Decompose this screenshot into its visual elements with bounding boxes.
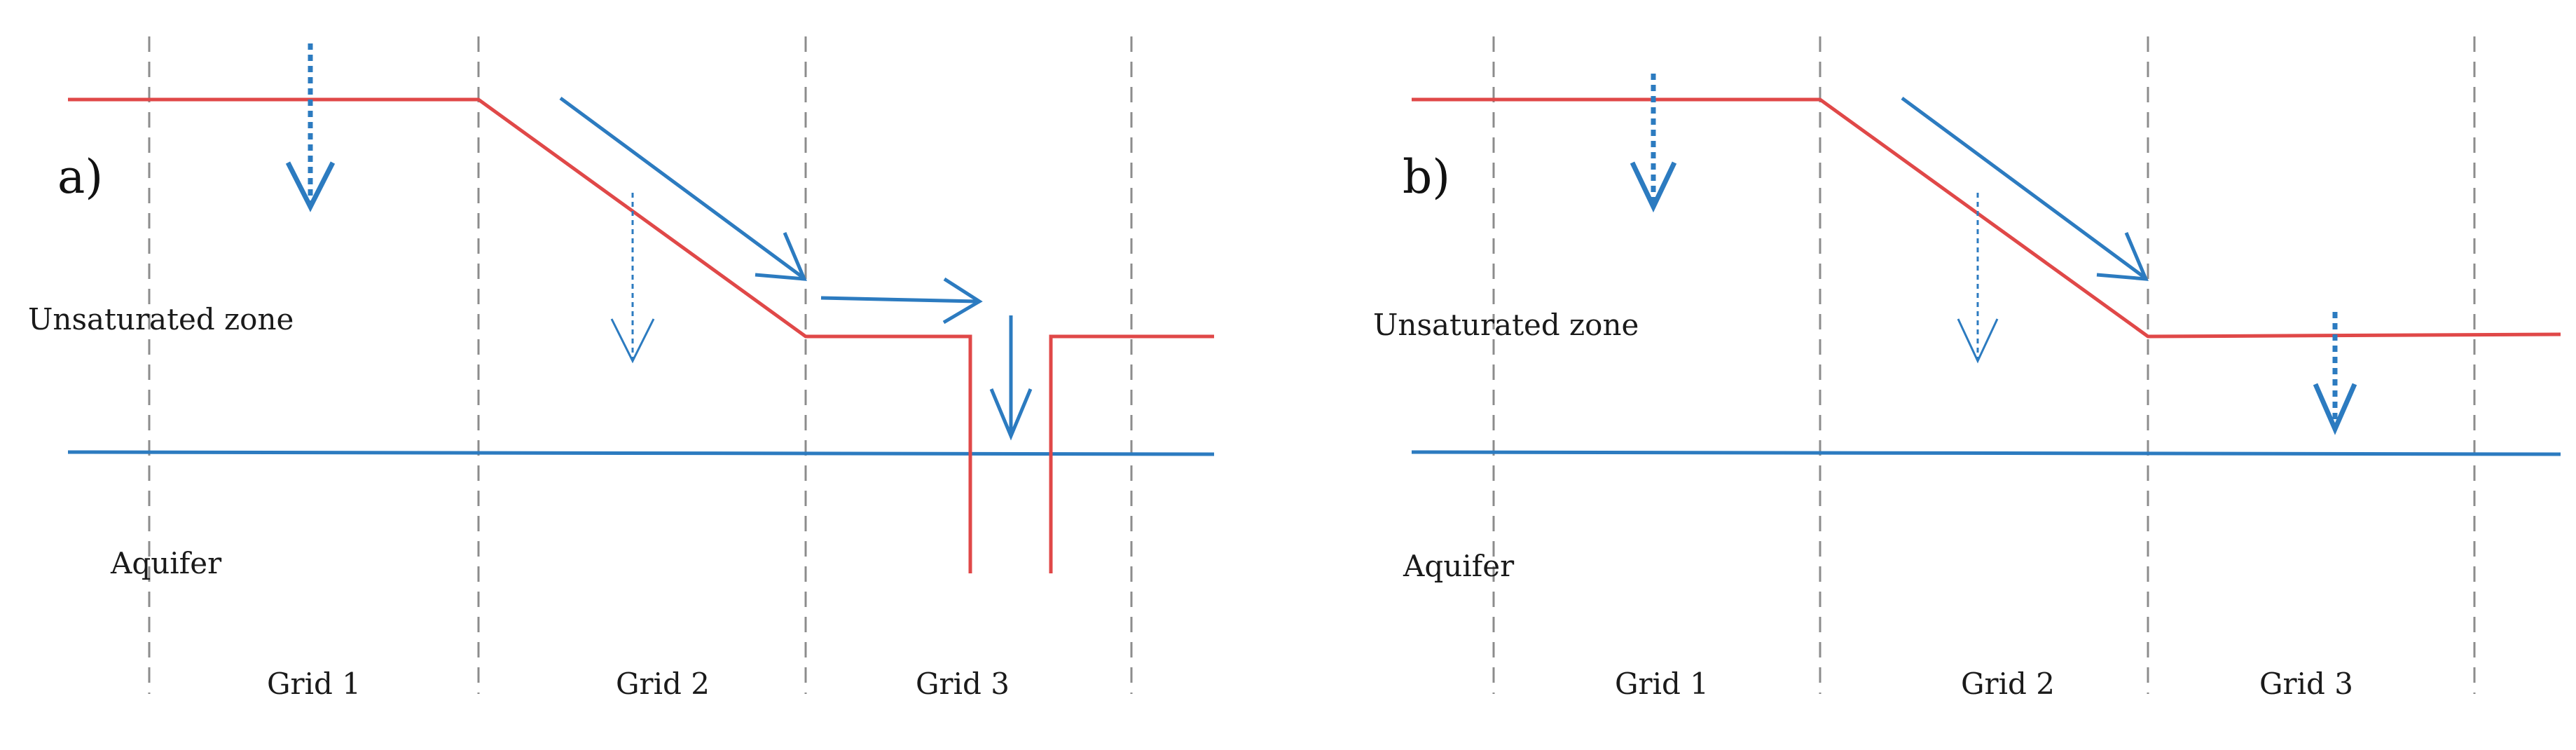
recharge-arrow-grid1 — [1630, 74, 1677, 213]
recharge-arrow-grid3 — [2313, 312, 2357, 435]
water-table-line — [1411, 450, 2561, 456]
unsaturated-zone-label: Unsaturated zone — [1373, 308, 1639, 342]
water-table-line — [67, 450, 1215, 456]
grid-label-2: Grid 2 — [1961, 667, 2055, 701]
aquifer-label: Aquifer — [1403, 549, 1515, 583]
grid-label-2: Grid 2 — [616, 667, 710, 701]
panel-b: b) Unsaturated zone Aquifer Grid 1 Grid … — [1373, 36, 2561, 701]
recharge-arrow-grid2 — [610, 193, 655, 364]
runoff-arrow-slope — [559, 96, 807, 281]
panel-a: a) Unsaturated zone Aquifer Grid 1 Grid … — [28, 36, 1215, 701]
land-surface-line — [68, 97, 972, 573]
panel-label-a: a) — [57, 150, 103, 204]
panel-label-b: b) — [1403, 150, 1450, 204]
channel-infiltration-arrow — [989, 315, 1033, 441]
recharge-arrow-grid2 — [1957, 193, 1999, 364]
land-surface-line — [1412, 97, 2561, 339]
grid-label-1: Grid 1 — [267, 667, 361, 701]
lateral-flow-arrow — [820, 277, 983, 325]
recharge-arrow-grid1 — [285, 43, 336, 212]
grid-label-3: Grid 3 — [916, 667, 1010, 701]
runoff-arrow-slope — [1901, 96, 2149, 281]
land-surface-line-right — [1049, 334, 1214, 573]
grid-label-1: Grid 1 — [1615, 667, 1709, 701]
grid-label-3: Grid 3 — [2259, 667, 2353, 701]
unsaturated-zone-label: Unsaturated zone — [28, 302, 294, 336]
aquifer-label: Aquifer — [110, 546, 222, 580]
